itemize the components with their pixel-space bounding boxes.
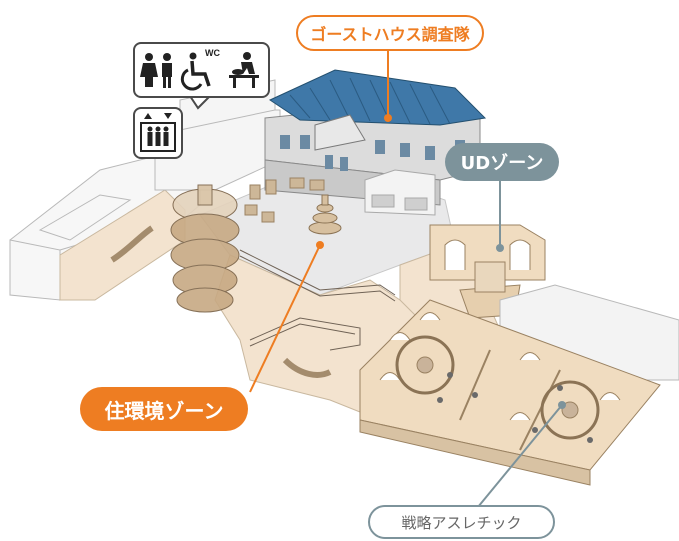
elevator-callout [133, 107, 183, 159]
living-zone-label[interactable]: 住環境ゾーン [80, 387, 248, 431]
wc-text: WC [205, 48, 220, 58]
tiered-fountain [308, 194, 342, 235]
facility-icons-callout: WC [133, 42, 270, 98]
plaza-furniture [244, 177, 325, 223]
baby-changing-icon [229, 52, 259, 88]
ud-zone-label[interactable]: UDゾーン [445, 143, 559, 181]
elevator-icon [140, 113, 176, 152]
strategy-athletic-area [359, 299, 661, 486]
bench-curved [282, 357, 332, 378]
bench-left [110, 225, 154, 263]
fence [239, 249, 396, 351]
restroom-icon [140, 53, 172, 88]
side-kiosk [364, 169, 436, 216]
strategy-athletic-label[interactable]: 戦略アスレチック [368, 505, 555, 539]
accessible-toilet-icon [180, 52, 211, 91]
ud-zone-structures [429, 224, 546, 319]
spiral-tower [170, 184, 240, 313]
leader-lines [249, 50, 566, 508]
ghost-house-label[interactable]: ゴーストハウス調査隊 [296, 15, 484, 51]
